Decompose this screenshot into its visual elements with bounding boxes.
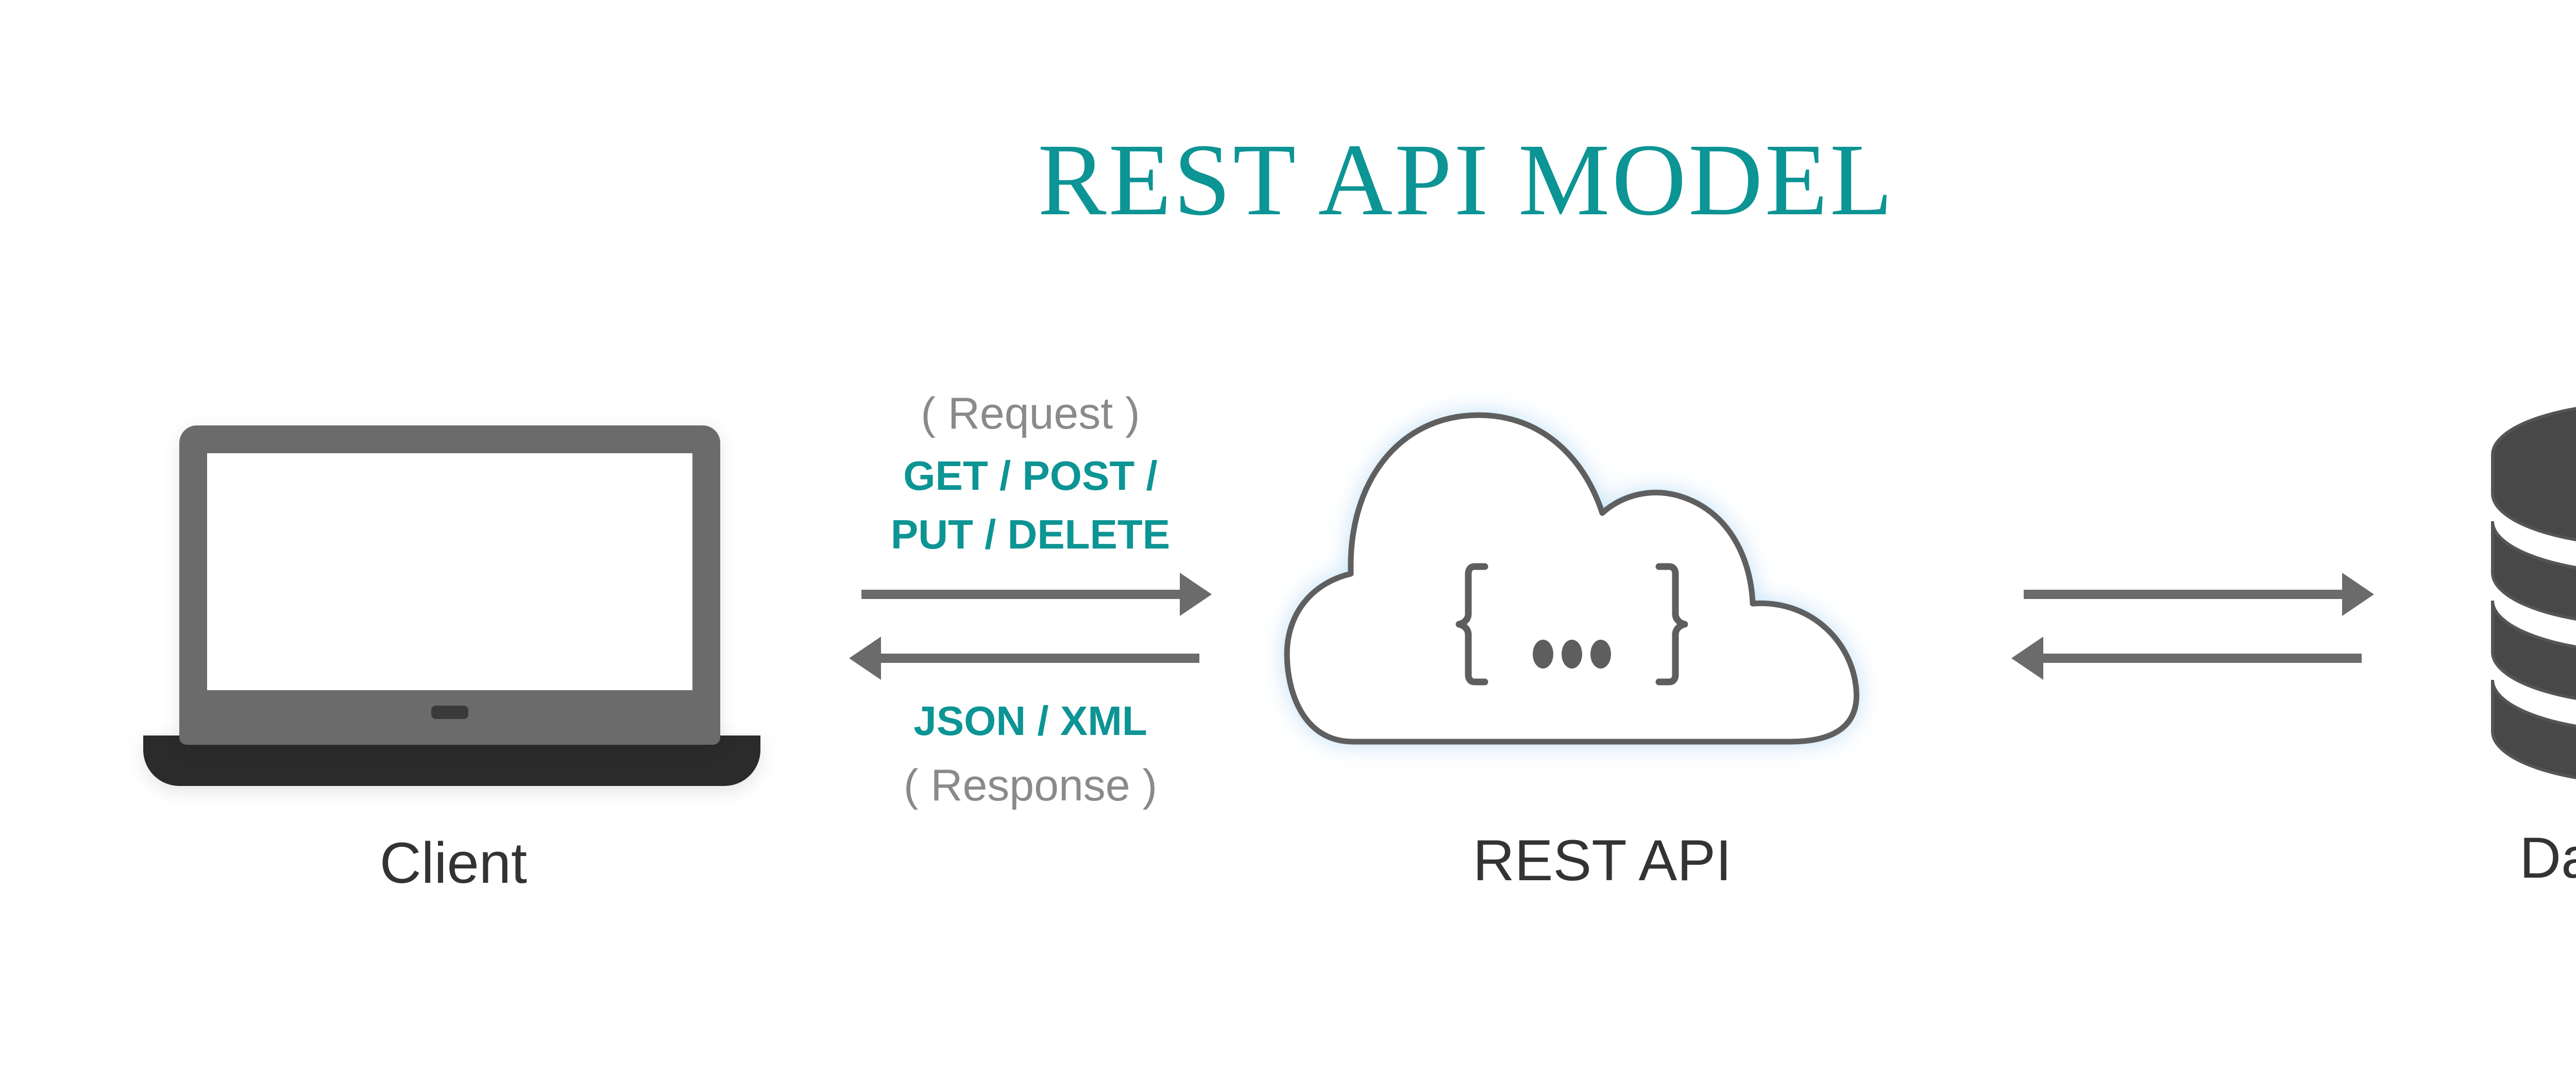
laptop-notch <box>431 706 468 719</box>
laptop-lid <box>179 425 720 745</box>
arrow-shaft <box>879 654 1199 663</box>
arrow-shaft <box>2024 590 2344 599</box>
arrow-shaft <box>2041 654 2362 663</box>
arrow-database-to-restapi-result <box>2011 637 2362 680</box>
client-node-label: Client <box>379 831 528 895</box>
database-disks <box>2491 407 2576 779</box>
database-node-label: Database <box>2519 826 2576 890</box>
laptop-icon <box>118 402 788 793</box>
http-methods-line-2: PUT / DELETE <box>890 511 1171 557</box>
restapi-node-label: REST API <box>1472 828 1732 893</box>
arrow-head <box>2342 573 2374 616</box>
page-title: REST API MODEL <box>1038 123 1895 237</box>
response-format-line: JSON / XML <box>913 698 1147 744</box>
code-braces-glyph <box>1455 563 1688 686</box>
http-methods-line-1: GET / POST / <box>903 453 1158 499</box>
request-caption: ( Request ) <box>921 389 1140 438</box>
arrow-head <box>1180 573 1212 616</box>
database-cylinder-icon <box>2473 391 2576 783</box>
arrow-restapi-to-database-query <box>2024 573 2374 616</box>
arrow-restapi-to-client-response <box>849 637 1199 680</box>
request-response-labels: ( Request ) GET / POST / PUT / DELETE JS… <box>824 361 1236 824</box>
arrow-head <box>849 637 881 680</box>
laptop-screen <box>207 453 692 690</box>
arrow-client-to-restapi-request <box>861 573 1212 616</box>
cloud-code-icon <box>1262 381 1942 788</box>
response-caption: ( Response ) <box>903 761 1158 810</box>
cloud-shape <box>1284 412 1859 745</box>
arrow-head <box>2011 637 2043 680</box>
arrow-shaft <box>861 590 1182 599</box>
ellipsis-dots <box>1533 640 1611 669</box>
